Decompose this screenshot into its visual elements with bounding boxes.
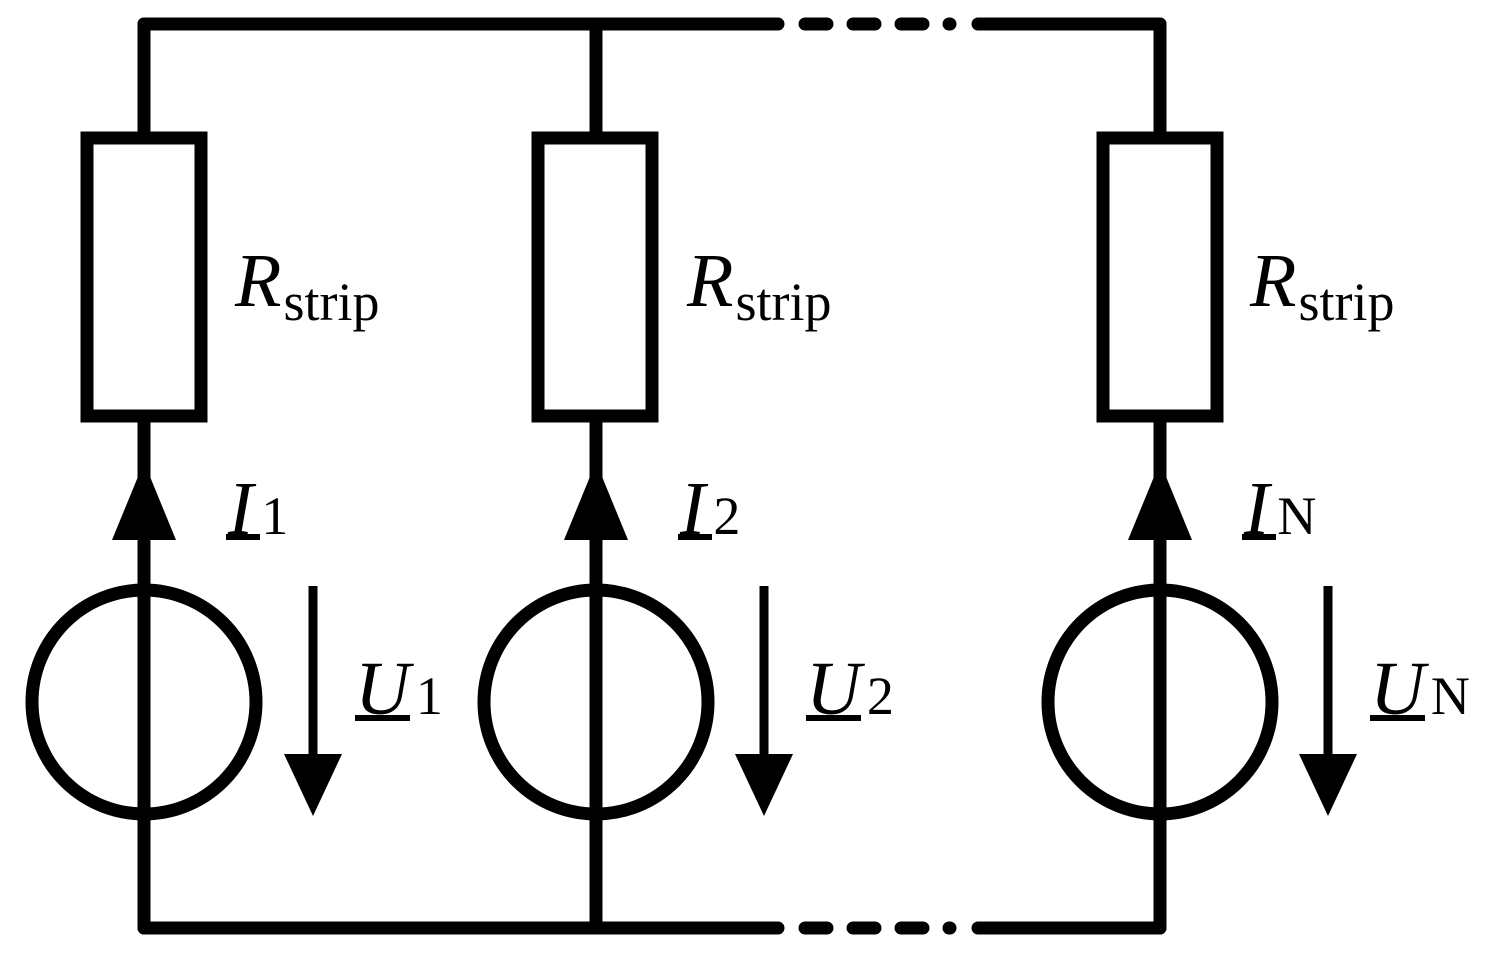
branch-2-current-arrow <box>564 462 628 540</box>
branch-2-resistor <box>531 131 659 423</box>
branch-2-voltage-arrow-head <box>735 754 793 816</box>
branch-n-current-arrow <box>1128 462 1192 540</box>
branch-1-voltage-source <box>25 583 263 821</box>
branch-n-voltage-arrow-head <box>1299 754 1357 816</box>
branch-n-resistor-label: Rstrip <box>1249 239 1394 332</box>
branch-n-resistor <box>1096 131 1224 423</box>
branch-1-resistor-label: Rstrip <box>234 239 379 332</box>
branch-n-voltage-source <box>1041 583 1279 821</box>
branch-2-resistor-label: Rstrip <box>686 239 831 332</box>
branch-1-current-arrow <box>112 462 176 540</box>
branch-1-voltage-arrow-head <box>284 754 342 816</box>
branch-2-voltage-source <box>477 583 715 821</box>
branch-1-resistor <box>80 131 208 423</box>
